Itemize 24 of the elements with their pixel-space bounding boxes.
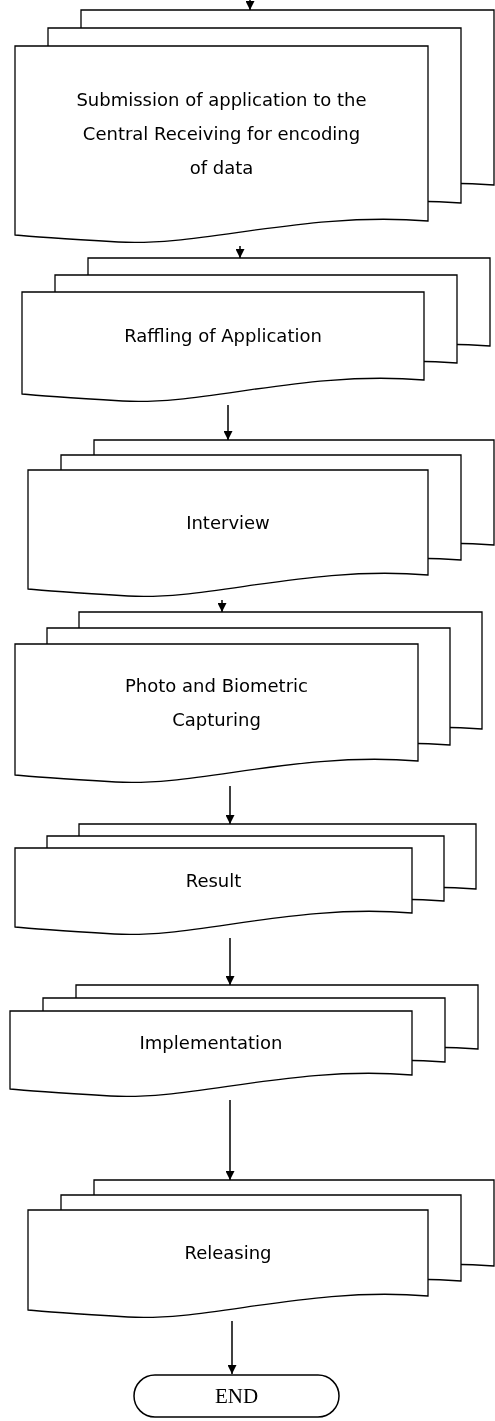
- terminator-label: END: [214, 1383, 259, 1410]
- step-label: Releasing: [184, 1241, 272, 1265]
- arrow: [227, 1320, 237, 1375]
- arrow: [225, 937, 235, 986]
- multi-document-shape: [15, 824, 476, 935]
- arrow: [245, 0, 255, 11]
- multi-document-shape: [22, 258, 490, 402]
- arrow: [235, 245, 245, 259]
- arrow: [225, 785, 235, 825]
- step-label: Submission of application to the Central Receiving for encoding of data: [75, 87, 368, 180]
- step-label: Implementation: [139, 1031, 283, 1055]
- arrow: [223, 404, 233, 441]
- step-label: Photo and Biometric Capturing: [124, 673, 309, 732]
- multi-document-shape: [15, 612, 482, 783]
- multi-document-shape: [10, 985, 478, 1097]
- arrow: [225, 1099, 235, 1181]
- step-label: Result: [185, 868, 242, 893]
- step-label: Raffling of Application: [124, 324, 322, 348]
- multi-document-shape: [28, 1180, 494, 1318]
- terminator: [133, 1374, 340, 1418]
- multi-document-shape: [15, 10, 494, 243]
- arrow: [217, 599, 227, 613]
- step-label: Interview: [186, 510, 270, 535]
- multi-document-shape: [28, 440, 494, 597]
